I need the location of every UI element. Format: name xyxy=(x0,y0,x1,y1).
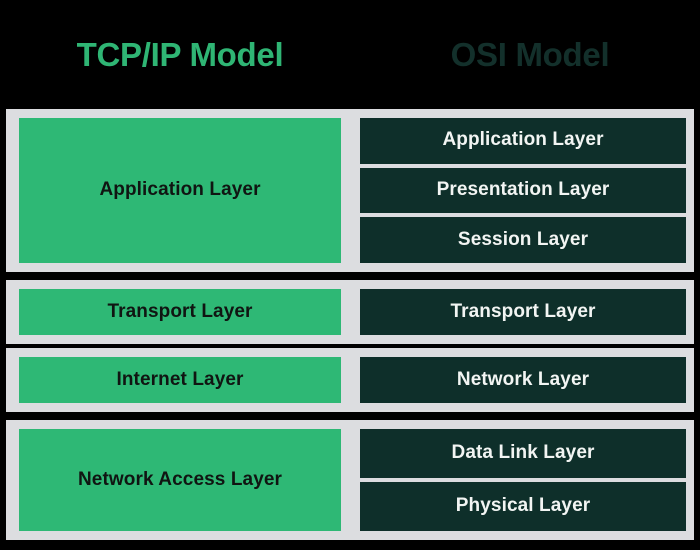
tcpip-layer-transport: Transport Layer xyxy=(19,289,341,335)
layer-group-internet: Internet Layer Network Layer xyxy=(6,348,694,412)
tcpip-layer-application: Application Layer xyxy=(19,118,341,263)
layer-group-network-access: Network Access Layer Data Link Layer Phy… xyxy=(6,420,694,540)
osi-model-title: OSI Model xyxy=(450,36,610,73)
osi-layer-physical: Physical Layer xyxy=(360,482,686,531)
tcpip-column-network-access: Network Access Layer xyxy=(19,429,341,531)
osi-layer-session: Session Layer xyxy=(360,217,686,264)
osi-layer-application: Application Layer xyxy=(360,118,686,164)
osi-column-network-access: Data Link Layer Physical Layer xyxy=(360,429,686,531)
layer-group-application: Application Layer Application Layer Pres… xyxy=(6,109,694,272)
tcpip-model-title: TCP/IP Model xyxy=(76,36,284,73)
osi-column-transport: Transport Layer xyxy=(360,289,686,335)
diagram-header: TCP/IP Model OSI Model xyxy=(0,0,700,109)
osi-layer-network: Network Layer xyxy=(360,357,686,403)
column-divider xyxy=(341,429,360,531)
osi-column-network: Network Layer xyxy=(360,357,686,403)
tcpip-column-application: Application Layer xyxy=(19,118,341,263)
column-divider xyxy=(341,357,360,403)
layer-group-transport: Transport Layer Transport Layer xyxy=(6,280,694,344)
osi-layer-presentation: Presentation Layer xyxy=(360,167,686,214)
tcpip-column-internet: Internet Layer xyxy=(19,357,341,403)
tcpip-layer-internet: Internet Layer xyxy=(19,357,341,403)
osi-layer-transport: Transport Layer xyxy=(360,289,686,335)
osi-column-application: Application Layer Presentation Layer Ses… xyxy=(360,118,686,264)
osi-layer-data-link: Data Link Layer xyxy=(360,429,686,478)
column-divider xyxy=(341,118,360,263)
tcpip-layer-network-access: Network Access Layer xyxy=(19,429,341,531)
column-divider xyxy=(341,289,360,335)
tcpip-column-transport: Transport Layer xyxy=(19,289,341,335)
